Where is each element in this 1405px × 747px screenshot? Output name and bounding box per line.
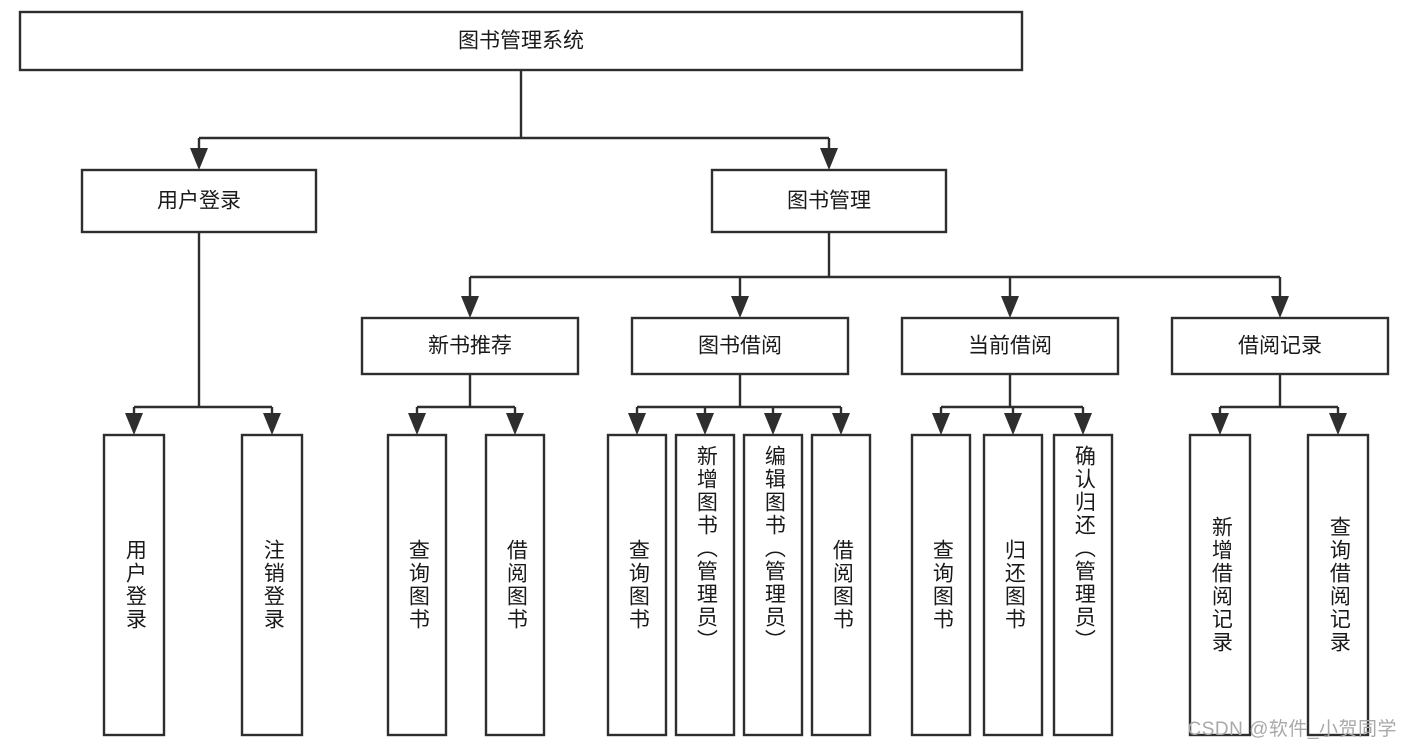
node-root[interactable]: 图书管理系统 xyxy=(18,10,1024,72)
arrow-head-book-borrow xyxy=(731,296,749,318)
arrow-head-book-manage xyxy=(820,148,838,170)
connector-group-book-borrow xyxy=(628,374,850,435)
arrow-head-leaf-borrow-lend xyxy=(832,413,850,435)
node-book-borrow-rect[interactable] xyxy=(630,316,850,376)
leaf-borrow-lend-rect[interactable] xyxy=(810,433,872,737)
leaf-borrow-edit-rect[interactable] xyxy=(742,433,804,737)
arrow-head-borrow-record xyxy=(1271,296,1289,318)
arrow-head-leaf-user-logout xyxy=(263,413,281,435)
node-user-login-label: 用户登录 xyxy=(157,190,241,213)
connector-group-current-borrow xyxy=(932,374,1092,435)
leaf-user-login-rect[interactable] xyxy=(102,433,166,737)
arrow-head-leaf-cur-return xyxy=(1004,413,1022,435)
csdn-watermark: CSDN @软件_小贺同学 xyxy=(1187,719,1397,740)
leaf-borrow-add-rect[interactable] xyxy=(674,433,736,737)
arrow-head-new-book-rec xyxy=(461,296,479,318)
leaf-cur-confirm-rect[interactable] xyxy=(1052,433,1114,737)
node-root-label: 图书管理系统 xyxy=(458,30,584,53)
arrow-head-leaf-rec-query xyxy=(408,413,426,435)
node-user-login-rect[interactable] xyxy=(80,168,318,234)
leaf-cur-query-rect[interactable] xyxy=(910,433,972,737)
leaf-cur-return-rect[interactable] xyxy=(982,433,1044,737)
connector-group-root xyxy=(190,70,838,170)
connector-group-book-manage xyxy=(461,232,1289,318)
arrow-head-leaf-borrow-query xyxy=(628,413,646,435)
node-book-manage-rect[interactable] xyxy=(710,168,948,234)
node-new-book-rec-rect[interactable] xyxy=(360,316,580,376)
arrow-head-leaf-borrow-edit xyxy=(764,413,782,435)
node-user-login[interactable]: 用户登录 xyxy=(80,168,318,234)
leaf-rec-search-rect[interactable] xyxy=(1306,433,1370,737)
node-current-borrow-rect[interactable] xyxy=(900,316,1120,376)
node-current-borrow[interactable]: 当前借阅 xyxy=(900,316,1120,376)
leaf-rec-query-rect[interactable] xyxy=(386,433,448,737)
node-current-borrow-label: 当前借阅 xyxy=(968,335,1052,358)
node-book-borrow-label: 图书借阅 xyxy=(698,335,782,358)
arrow-head-leaf-rec-borrow xyxy=(506,413,524,435)
node-new-book-rec-label: 新书推荐 xyxy=(428,335,512,358)
arrow-head-user-login xyxy=(190,148,208,170)
node-root-rect[interactable] xyxy=(18,10,1024,72)
leaf-borrow-query-rect[interactable] xyxy=(606,433,668,737)
arrow-head-leaf-rec-add xyxy=(1211,413,1229,435)
node-book-borrow[interactable]: 图书借阅 xyxy=(630,316,850,376)
node-book-manage-label: 图书管理 xyxy=(787,190,871,213)
node-borrow-record-label: 借阅记录 xyxy=(1238,335,1322,358)
leaf-rec-borrow-rect[interactable] xyxy=(484,433,546,737)
node-borrow-record-rect[interactable] xyxy=(1170,316,1390,376)
arrow-head-leaf-user-login xyxy=(125,413,143,435)
node-borrow-record[interactable]: 借阅记录 xyxy=(1170,316,1390,376)
connector-group-user-login xyxy=(125,232,281,435)
node-book-manage[interactable]: 图书管理 xyxy=(710,168,948,234)
leaf-rect-group xyxy=(102,433,1370,737)
arrow-head-leaf-rec-search xyxy=(1329,413,1347,435)
connector-group-borrow-record xyxy=(1211,374,1347,435)
arrow-head-leaf-borrow-add xyxy=(696,413,714,435)
leaf-rec-add-rect[interactable] xyxy=(1188,433,1252,737)
node-new-book-rec[interactable]: 新书推荐 xyxy=(360,316,580,376)
arrow-head-leaf-cur-confirm xyxy=(1074,413,1092,435)
arrow-head-current-borrow xyxy=(1001,296,1019,318)
connector-group-new-book-rec xyxy=(408,374,524,435)
arrow-head-leaf-cur-query xyxy=(932,413,950,435)
leaf-user-logout-rect[interactable] xyxy=(240,433,304,737)
